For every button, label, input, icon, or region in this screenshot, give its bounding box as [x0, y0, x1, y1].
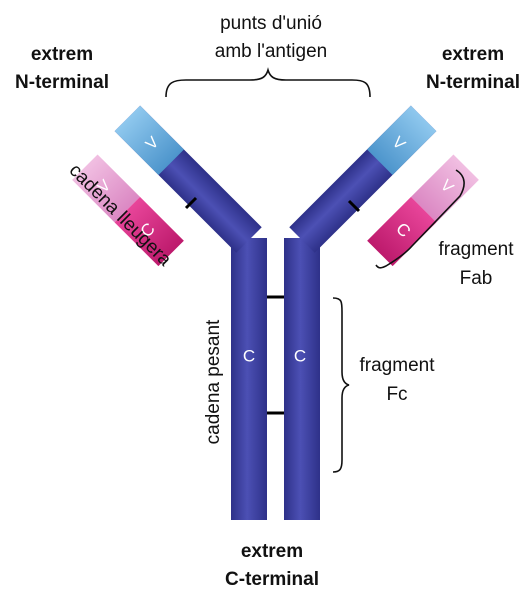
- fc-bracket: [333, 298, 349, 472]
- n-terminal-left-label-line2: N-terminal: [15, 72, 109, 93]
- heavy-chain-label: cadena pesant: [203, 319, 224, 444]
- heavy-chain-right-stem: [284, 238, 320, 520]
- n-terminal-right-label-line1: extrem: [442, 44, 504, 65]
- light-chain-label: cadena lleugera: [65, 160, 176, 271]
- n-terminal-left-label-line1: extrem: [31, 44, 93, 65]
- antigen-binding-label-line1: punts d'unió: [220, 13, 322, 34]
- n-terminal-right-label-line2: N-terminal: [426, 72, 520, 93]
- fab-label-line2: Fab: [460, 268, 493, 289]
- heavy-constant-right-letter: C: [294, 346, 306, 365]
- c-terminal-label-line1: extrem: [241, 541, 303, 562]
- heavy-chain-left-stem: [231, 238, 267, 520]
- heavy-constant-left-letter: C: [243, 346, 255, 365]
- fab-label-line1: fragment: [439, 239, 515, 260]
- fc-label-line2: Fc: [386, 384, 407, 405]
- antigen-binding-label-line2: amb l'antigen: [215, 41, 327, 62]
- c-terminal-label-line2: C-terminal: [225, 569, 319, 590]
- antigen-binding-bracket: [166, 70, 370, 97]
- fc-label-line1: fragment: [360, 355, 436, 376]
